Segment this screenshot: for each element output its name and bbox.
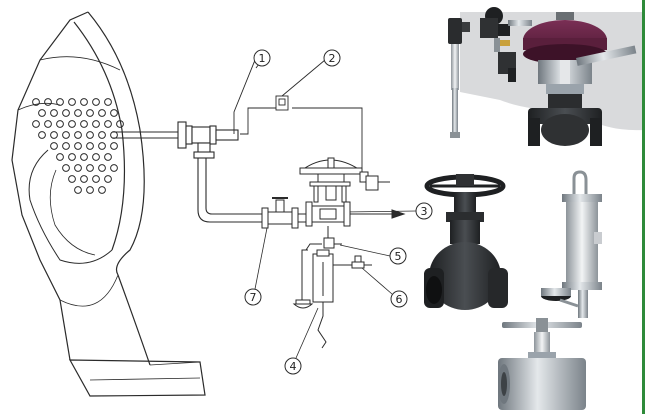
- tube-hole: [86, 109, 94, 117]
- tube-hole: [68, 175, 76, 183]
- tube-hole: [68, 98, 76, 106]
- tube-hole: [110, 131, 118, 139]
- tube-hole: [62, 109, 70, 117]
- tube-hole: [98, 186, 106, 194]
- tube-hole: [104, 175, 112, 183]
- tube-hole: [110, 164, 118, 172]
- signal-lines: [233, 57, 363, 170]
- callout-5: 5: [389, 247, 407, 265]
- tube-hole: [80, 175, 88, 183]
- tube-hole: [104, 120, 112, 128]
- tube-hole: [38, 109, 46, 117]
- sampling-probe-photo: [448, 18, 470, 138]
- callout-1: 1: [253, 49, 271, 67]
- tube-hole: [98, 109, 106, 117]
- tube-hole: [116, 120, 124, 128]
- manual-valve-schematic: [261, 197, 306, 229]
- svg-text:3: 3: [421, 205, 428, 218]
- tube-hole: [56, 153, 64, 161]
- svg-text:7: 7: [250, 291, 257, 304]
- tube-hole: [98, 164, 106, 172]
- tube-hole: [74, 186, 82, 194]
- tube-hole: [74, 109, 82, 117]
- svg-text:1: 1: [259, 52, 266, 65]
- tube-hole: [92, 98, 100, 106]
- callout-2: 2: [323, 49, 341, 67]
- sampling-probe: [112, 121, 262, 223]
- callout-6: 6: [390, 290, 408, 308]
- tube-hole: [92, 175, 100, 183]
- tube-hole: [86, 142, 94, 150]
- tube-hole: [44, 98, 52, 106]
- tube-hole: [74, 131, 82, 139]
- globe-valve-photo: [424, 174, 508, 310]
- tube-hole: [80, 120, 88, 128]
- tube-hole: [38, 131, 46, 139]
- needle-valve-photo: [498, 318, 586, 410]
- tube-hole: [98, 142, 106, 150]
- positioner-photo: [480, 7, 532, 82]
- tube-hole: [86, 131, 94, 139]
- tube-hole: [32, 120, 40, 128]
- tube-hole: [44, 120, 52, 128]
- tube-hole: [110, 142, 118, 150]
- tube-hole: [50, 142, 58, 150]
- tube-hole: [68, 120, 76, 128]
- tube-hole: [86, 186, 94, 194]
- svg-text:5: 5: [395, 250, 402, 263]
- tube-hole: [74, 164, 82, 172]
- tube-hole: [80, 98, 88, 106]
- tube-hole: [104, 98, 112, 106]
- svg-text:2: 2: [329, 52, 336, 65]
- tube-hole: [56, 98, 64, 106]
- control-valve-photo: [523, 12, 637, 146]
- sample-cooler-schematic: [292, 226, 372, 349]
- tube-hole: [110, 109, 118, 117]
- right-border: [642, 0, 645, 414]
- tube-hole: [80, 153, 88, 161]
- tube-hole: [62, 164, 70, 172]
- sample-cooler-photo: [541, 170, 602, 318]
- svg-text:6: 6: [396, 293, 403, 306]
- callout-3: 3: [415, 202, 433, 220]
- leader-lines: [254, 210, 417, 359]
- control-valve-schematic: [299, 157, 406, 227]
- callout-7: 7: [244, 288, 262, 306]
- tube-hole: [32, 98, 40, 106]
- boiler-drum: [11, 11, 206, 397]
- callout-4: 4: [284, 357, 302, 375]
- tube-hole: [74, 142, 82, 150]
- tube-hole: [50, 131, 58, 139]
- tube-hole: [86, 164, 94, 172]
- tube-hole: [92, 153, 100, 161]
- tube-hole: [98, 131, 106, 139]
- tube-hole-pattern: [32, 98, 124, 194]
- tube-hole: [62, 142, 70, 150]
- tube-hole: [92, 120, 100, 128]
- tube-hole: [50, 109, 58, 117]
- svg-text:4: 4: [290, 360, 297, 373]
- tube-hole: [104, 153, 112, 161]
- tube-hole: [56, 120, 64, 128]
- callout-markers: 1 2 3 4 5 6 7: [244, 49, 433, 375]
- tube-hole: [68, 153, 76, 161]
- tube-hole: [62, 131, 70, 139]
